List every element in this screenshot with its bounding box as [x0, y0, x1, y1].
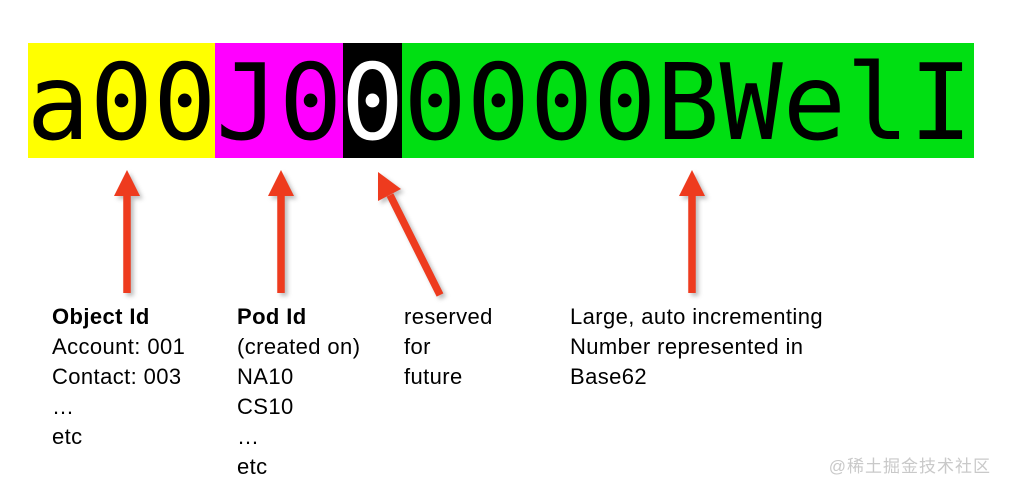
- note-title: Pod Id: [237, 304, 307, 329]
- note-line: reserved: [404, 304, 493, 329]
- segment-pod-id: J0: [215, 43, 343, 158]
- note-line: Base62: [570, 364, 648, 389]
- note-title: Object Id: [52, 304, 150, 329]
- note-object-id: Object Id Account: 001 Contact: 003 … et…: [52, 302, 185, 452]
- note-line: Contact: 003: [52, 364, 182, 389]
- note-line: …: [237, 424, 260, 449]
- note-line: …: [52, 394, 75, 419]
- note-line: etc: [52, 424, 83, 449]
- note-line: future: [404, 364, 463, 389]
- arrow-up-pod-id-icon: [268, 170, 294, 293]
- note-pod-id: Pod Id (created on) NA10 CS10 … etc: [237, 302, 360, 482]
- note-line: NA10: [237, 364, 294, 389]
- note-number-base62: Large, auto incrementing Number represen…: [570, 302, 823, 392]
- note-line: (created on): [237, 334, 361, 359]
- arrow-up-number-icon: [679, 170, 705, 293]
- segment-object-id: a00: [28, 43, 215, 158]
- arrow-up-object-id-icon: [114, 170, 140, 293]
- segment-number-base62: 0000BWelI: [402, 43, 974, 158]
- note-line: etc: [237, 454, 268, 479]
- note-line: Account: 001: [52, 334, 186, 359]
- note-line: for: [404, 334, 431, 359]
- note-line: Number represented in: [570, 334, 804, 359]
- segment-reserved: 0: [343, 43, 402, 158]
- note-line: Large, auto incrementing: [570, 304, 823, 329]
- note-reserved: reserved for future: [404, 302, 493, 392]
- note-line: CS10: [237, 394, 294, 419]
- salesforce-id-bar: a00 J0 0 0000BWelI: [28, 43, 974, 158]
- arrow-diagonal-reserved-icon: [378, 172, 444, 297]
- watermark-text: @稀土掘金技术社区: [828, 457, 991, 476]
